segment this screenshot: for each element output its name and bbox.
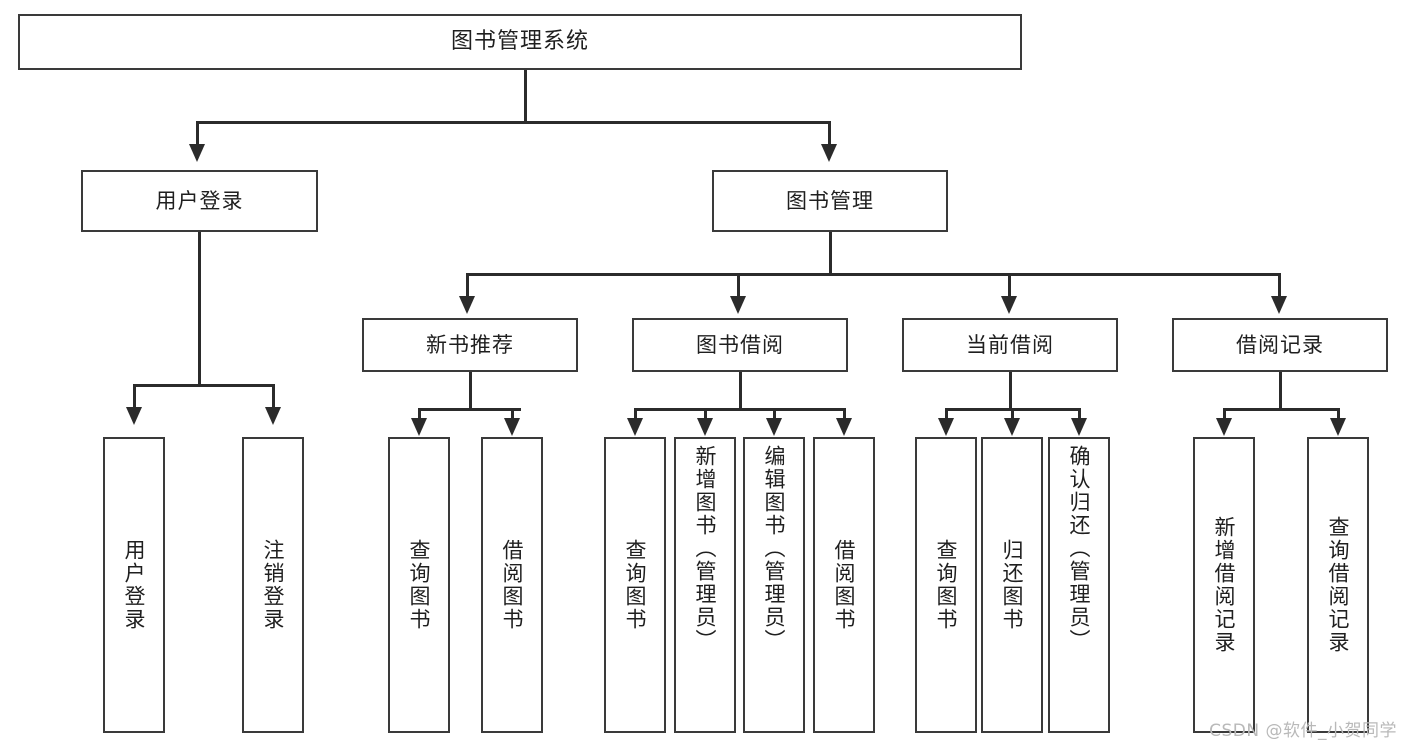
arrowhead-br-query-record xyxy=(1330,418,1346,436)
node-label: 借阅记录 xyxy=(1236,332,1324,357)
connector-nbr-stem xyxy=(469,372,472,409)
node-label: 查询图书 xyxy=(407,539,432,631)
arrowhead-logout xyxy=(265,407,281,425)
connector-bb-drop-2 xyxy=(704,408,707,420)
node-label: 借阅图书 xyxy=(500,539,525,631)
node-leaf-cb-confirm-return[interactable]: 确认归还（管理员） xyxy=(1048,437,1110,733)
connector-cb-drop-3 xyxy=(1078,408,1081,420)
node-label: 新增借阅记录 xyxy=(1212,516,1237,654)
node-user-login[interactable]: 用户登录 xyxy=(81,170,318,232)
arrowhead-book-borrow xyxy=(730,296,746,314)
arrowhead-cb-return-book xyxy=(1004,418,1020,436)
node-leaf-bb-query-book[interactable]: 查询图书 xyxy=(604,437,666,733)
connector-level3-drop-3 xyxy=(1008,273,1011,298)
arrowhead-book-manage xyxy=(821,144,837,162)
connector-level3-drop-1 xyxy=(466,273,469,298)
node-label: 图书管理 xyxy=(786,188,874,213)
arrowhead-nbr-query-book xyxy=(411,418,427,436)
connector-level3-bus xyxy=(466,273,1280,276)
connector-cb-drop-2 xyxy=(1011,408,1014,420)
node-label: 当前借阅 xyxy=(966,332,1054,357)
arrowhead-new-book-recommend xyxy=(459,296,475,314)
arrowhead-current-borrow xyxy=(1001,296,1017,314)
connector-br-stem xyxy=(1279,372,1282,409)
node-leaf-br-query-record[interactable]: 查询借阅记录 xyxy=(1307,437,1369,733)
node-current-borrow[interactable]: 当前借阅 xyxy=(902,318,1118,372)
node-label: 用户登录 xyxy=(122,539,147,631)
node-label: 查询图书 xyxy=(934,539,959,631)
node-leaf-nbr-borrow-book[interactable]: 借阅图书 xyxy=(481,437,543,733)
csdn-watermark: CSDN @软件_小贺同学 xyxy=(1209,721,1397,741)
arrowhead-cb-query-book xyxy=(938,418,954,436)
node-label: 图书管理系统 xyxy=(450,29,589,55)
node-label: 借阅图书 xyxy=(832,539,857,631)
node-label: 归还图书 xyxy=(1000,539,1025,631)
node-borrow-record[interactable]: 借阅记录 xyxy=(1172,318,1388,372)
node-root-system[interactable]: 图书管理系统 xyxy=(18,14,1022,70)
node-new-book-recommend[interactable]: 新书推荐 xyxy=(362,318,578,372)
node-leaf-user-logout[interactable]: 注销登录 xyxy=(242,437,304,733)
connector-bb-drop-1 xyxy=(634,408,637,420)
connector-level3-drop-4 xyxy=(1278,273,1281,298)
node-label: 查询图书 xyxy=(623,539,648,631)
connector-level2-bus xyxy=(196,121,830,124)
node-leaf-cb-return-book[interactable]: 归还图书 xyxy=(981,437,1043,733)
node-leaf-bb-add-book[interactable]: 新增图书（管理员） xyxy=(674,437,736,733)
node-leaf-bb-borrow-book[interactable]: 借阅图书 xyxy=(813,437,875,733)
node-label: 新书推荐 xyxy=(426,332,514,357)
connector-level2-left-drop xyxy=(196,121,199,146)
arrowhead-bb-edit-book xyxy=(766,418,782,436)
connector-user-login-drop-2 xyxy=(272,384,275,409)
connector-nbr-drop-1 xyxy=(418,408,421,420)
connector-user-login-drop-1 xyxy=(133,384,136,409)
connector-bb-bus xyxy=(634,408,846,411)
connector-bb-stem xyxy=(739,372,742,409)
connector-level3-drop-2 xyxy=(737,273,740,298)
connector-bb-drop-4 xyxy=(843,408,846,420)
arrowhead-cb-confirm-return xyxy=(1071,418,1087,436)
node-book-borrow[interactable]: 图书借阅 xyxy=(632,318,848,372)
connector-nbr-drop-2 xyxy=(511,408,514,420)
connector-book-manage-stem xyxy=(829,232,832,274)
connector-br-bus xyxy=(1223,408,1339,411)
connector-cb-stem xyxy=(1009,372,1012,409)
connector-cb-drop-1 xyxy=(945,408,948,420)
connector-nbr-bus xyxy=(418,408,521,411)
connector-level2-right-drop xyxy=(828,121,831,146)
connector-user-login-bus xyxy=(133,384,274,387)
node-leaf-bb-edit-book[interactable]: 编辑图书（管理员） xyxy=(743,437,805,733)
arrowhead-nbr-borrow-book xyxy=(504,418,520,436)
arrowhead-bb-query-book xyxy=(627,418,643,436)
connector-br-drop-2 xyxy=(1337,408,1340,420)
node-label: 新增图书（管理员） xyxy=(693,445,718,652)
node-leaf-user-login[interactable]: 用户登录 xyxy=(103,437,165,733)
node-label: 编辑图书（管理员） xyxy=(762,445,787,652)
connector-user-login-stem xyxy=(198,232,201,385)
node-label: 注销登录 xyxy=(261,539,286,631)
node-label: 用户登录 xyxy=(155,188,244,213)
arrowhead-login xyxy=(126,407,142,425)
node-leaf-nbr-query-book[interactable]: 查询图书 xyxy=(388,437,450,733)
connector-bb-drop-3 xyxy=(773,408,776,420)
node-label: 确认归还（管理员） xyxy=(1067,445,1092,652)
node-label: 查询借阅记录 xyxy=(1326,516,1351,654)
node-leaf-cb-query-book[interactable]: 查询图书 xyxy=(915,437,977,733)
arrowhead-borrow-record xyxy=(1271,296,1287,314)
node-label: 图书借阅 xyxy=(696,332,784,357)
connector-root-stem xyxy=(524,70,527,122)
arrowhead-bb-borrow-book xyxy=(836,418,852,436)
node-book-manage[interactable]: 图书管理 xyxy=(712,170,948,232)
connector-br-drop-1 xyxy=(1223,408,1226,420)
arrowhead-br-add-record xyxy=(1216,418,1232,436)
node-leaf-br-add-record[interactable]: 新增借阅记录 xyxy=(1193,437,1255,733)
arrowhead-bb-add-book xyxy=(697,418,713,436)
arrowhead-user-login xyxy=(189,144,205,162)
